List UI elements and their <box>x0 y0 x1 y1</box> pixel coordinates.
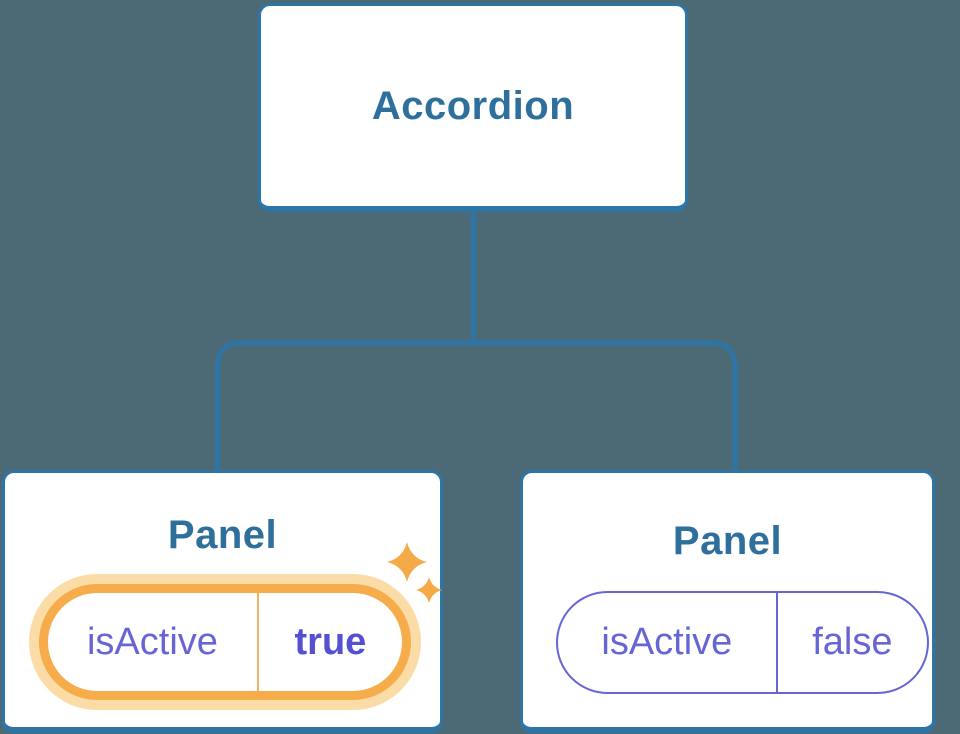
prop-pill-inactive: isActive false <box>556 591 929 694</box>
prop-pill-active: isActive true <box>39 584 411 700</box>
sparkles-icon <box>387 542 442 603</box>
accordion-node: Accordion <box>258 3 688 212</box>
accordion-label: Accordion <box>371 83 575 128</box>
prop-value: true <box>294 620 367 663</box>
panel-title: Panel <box>167 513 278 557</box>
panel-title: Panel <box>672 519 783 563</box>
connector-branch <box>215 340 738 472</box>
prop-name: isActive <box>48 593 259 691</box>
panel-node-active: Panel isActive true <box>2 470 443 733</box>
prop-name: isActive <box>558 593 778 692</box>
sparkle-large <box>387 542 427 582</box>
prop-value: false <box>812 621 893 663</box>
panel-node-inactive: Panel isActive false <box>520 470 935 733</box>
sparkle-small <box>416 577 442 603</box>
